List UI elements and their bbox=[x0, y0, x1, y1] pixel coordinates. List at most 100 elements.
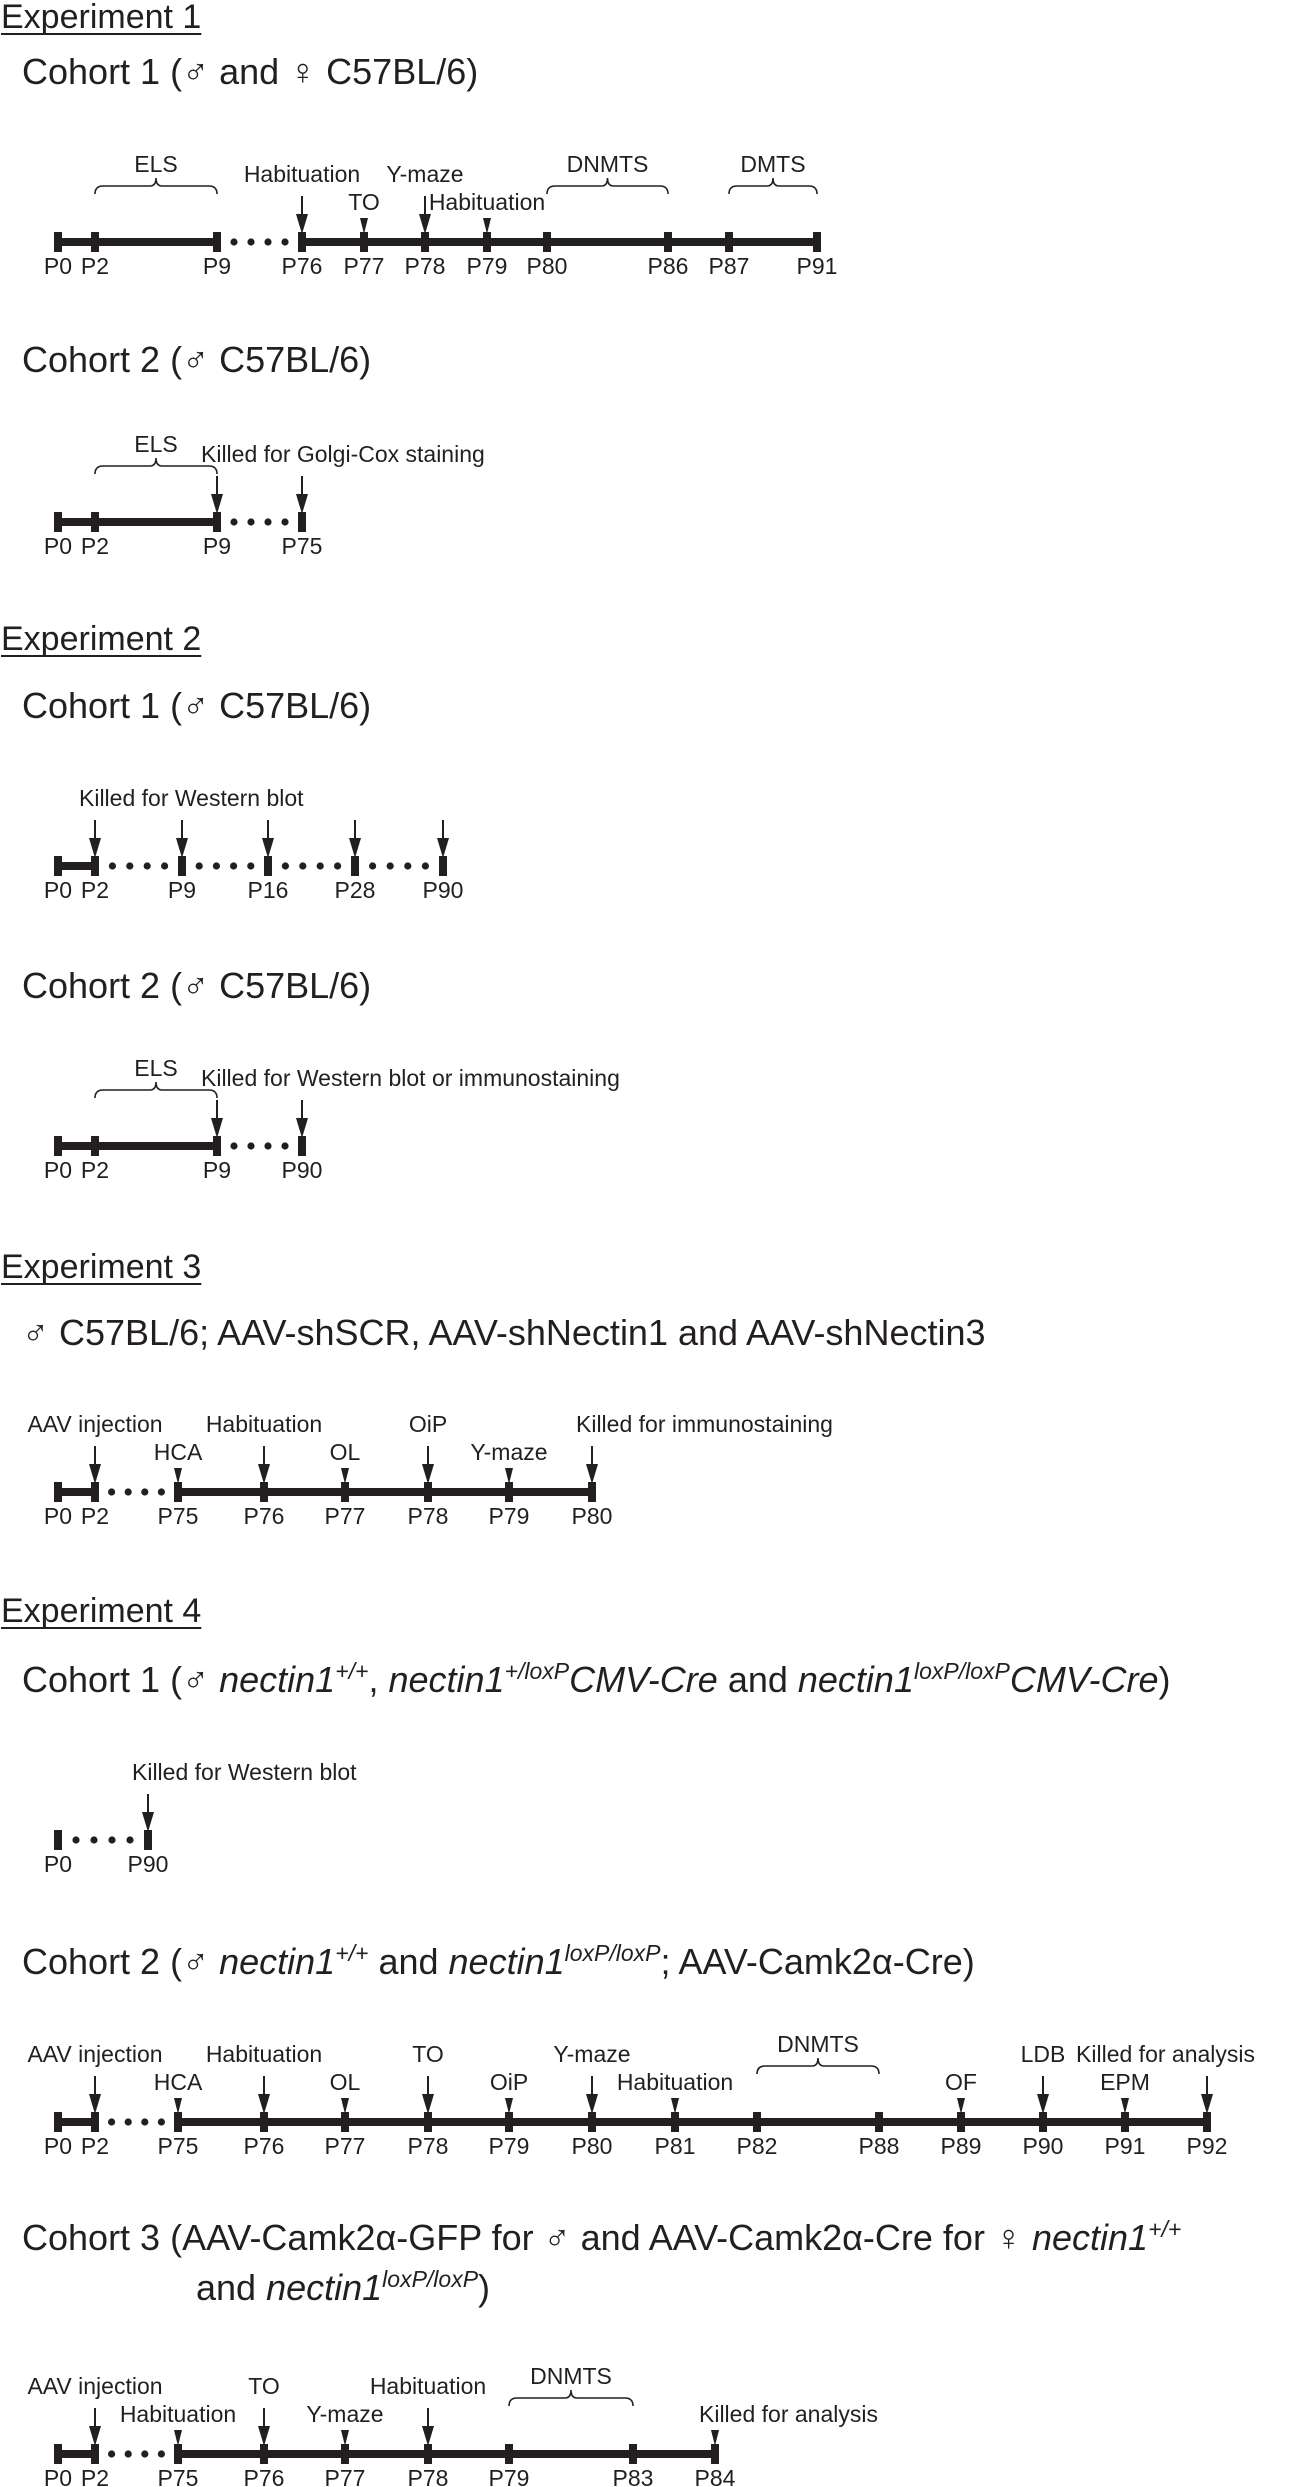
arrow-head bbox=[174, 2098, 182, 2114]
day-label: P9 bbox=[168, 877, 196, 903]
arrow-head bbox=[422, 2094, 434, 2114]
day-label: P75 bbox=[282, 533, 323, 559]
event-label: EPM bbox=[1100, 2069, 1150, 2095]
gap-dot bbox=[72, 1836, 80, 1844]
arrow-head bbox=[341, 2098, 349, 2114]
event-label: Killed for immunostaining bbox=[576, 1411, 833, 1437]
arrow-head bbox=[419, 214, 431, 234]
day-label: P87 bbox=[709, 253, 750, 279]
gap-dot bbox=[143, 862, 151, 870]
day-tick bbox=[588, 1482, 596, 1502]
event-label: Y-maze bbox=[386, 161, 463, 187]
timeline-segment bbox=[428, 2118, 509, 2126]
day-tick bbox=[629, 2444, 637, 2464]
title-superscript: loxP/loxP bbox=[382, 2266, 479, 2292]
event-label: Habituation bbox=[120, 2401, 236, 2427]
day-label: P76 bbox=[282, 253, 323, 279]
title-superscript: +/+ bbox=[335, 1658, 368, 1684]
day-label: P76 bbox=[244, 2133, 285, 2159]
arrow-head bbox=[483, 218, 491, 234]
title-run: Cohort 1 ( bbox=[22, 685, 182, 726]
title-run: Cohort 2 ( bbox=[22, 339, 182, 380]
event-label: OL bbox=[330, 2069, 361, 2095]
day-label: P0 bbox=[44, 1851, 72, 1877]
day-tick bbox=[875, 2112, 883, 2132]
day-label: P2 bbox=[81, 1503, 109, 1529]
gap-dot bbox=[230, 862, 238, 870]
arrow-head bbox=[1121, 2098, 1129, 2114]
gap-dot bbox=[141, 1488, 149, 1496]
day-tick bbox=[54, 1830, 62, 1850]
arrow-head bbox=[89, 838, 101, 858]
title-run: Cohort 1 ( bbox=[22, 51, 182, 92]
event-label: OiP bbox=[409, 1411, 447, 1437]
title-run: ♀ bbox=[289, 51, 316, 92]
timeline-segment bbox=[364, 238, 425, 246]
day-label: P0 bbox=[44, 1503, 72, 1529]
day-tick bbox=[54, 1136, 62, 1156]
day-label: P78 bbox=[405, 253, 446, 279]
timeline-segment bbox=[58, 1142, 95, 1150]
gap-dot bbox=[108, 862, 116, 870]
title-superscript: +/+ bbox=[335, 1940, 368, 1966]
timeline-segment bbox=[345, 2450, 428, 2458]
day-label: P76 bbox=[244, 2465, 285, 2487]
timeline-segment bbox=[95, 238, 217, 246]
brace-label: DNMTS bbox=[777, 2031, 859, 2057]
day-tick bbox=[174, 2112, 182, 2132]
arrow-head bbox=[296, 1118, 308, 1138]
day-label: P82 bbox=[737, 2133, 778, 2159]
day-tick bbox=[1203, 2112, 1211, 2132]
title-run: C57BL/6; AAV-shSCR, AAV-shNectin1 and AA… bbox=[49, 1312, 986, 1353]
arrow-head bbox=[174, 2430, 182, 2446]
event-label: HCA bbox=[154, 1439, 203, 1465]
gap-dot bbox=[247, 238, 255, 246]
day-label: P75 bbox=[158, 1503, 199, 1529]
brace-label: DMTS bbox=[740, 151, 805, 177]
title-run: and bbox=[196, 2267, 266, 2308]
timeline-segment bbox=[178, 1488, 264, 1496]
day-tick bbox=[439, 856, 447, 876]
title-run bbox=[209, 1659, 219, 1700]
day-label: P92 bbox=[1187, 2133, 1228, 2159]
arrow-head bbox=[176, 838, 188, 858]
gap-dot bbox=[157, 2450, 165, 2458]
timeline-segment bbox=[428, 1488, 509, 1496]
day-tick bbox=[505, 2444, 513, 2464]
day-label: P0 bbox=[44, 2465, 72, 2487]
title-run: and bbox=[368, 1941, 448, 1982]
gap-dot bbox=[230, 1142, 238, 1150]
event-label: TO bbox=[412, 2041, 444, 2067]
experiment-heading: Experiment 2 bbox=[1, 620, 201, 658]
day-label: P0 bbox=[44, 1157, 72, 1183]
day-tick bbox=[753, 2112, 761, 2132]
gap-dot bbox=[124, 2118, 132, 2126]
day-tick bbox=[213, 512, 221, 532]
gap-dot bbox=[281, 238, 289, 246]
event-label: Y-maze bbox=[306, 2401, 383, 2427]
arrow-head bbox=[211, 1118, 223, 1138]
title-run: ) bbox=[1159, 1659, 1171, 1700]
day-tick bbox=[260, 2444, 268, 2464]
day-tick bbox=[91, 512, 99, 532]
day-tick bbox=[1039, 2112, 1047, 2132]
brace bbox=[756, 2057, 880, 2075]
arrow-head bbox=[262, 838, 274, 858]
timeline-segment bbox=[961, 2118, 1043, 2126]
day-tick bbox=[505, 1482, 513, 1502]
timeline-segment bbox=[264, 2118, 345, 2126]
day-label: P90 bbox=[1023, 2133, 1064, 2159]
day-label: P78 bbox=[408, 2465, 449, 2487]
title-run: ♂ bbox=[544, 2217, 571, 2258]
title-run: nectin1 bbox=[1032, 2217, 1148, 2258]
arrow-head bbox=[1037, 2094, 1049, 2114]
day-label: P2 bbox=[81, 533, 109, 559]
brace bbox=[94, 457, 218, 475]
day-label: P77 bbox=[325, 2133, 366, 2159]
arrow-head bbox=[360, 218, 368, 234]
timeline-segment bbox=[264, 1488, 345, 1496]
title-run: ♂ bbox=[182, 1941, 209, 1982]
arrow-head bbox=[142, 1812, 154, 1832]
